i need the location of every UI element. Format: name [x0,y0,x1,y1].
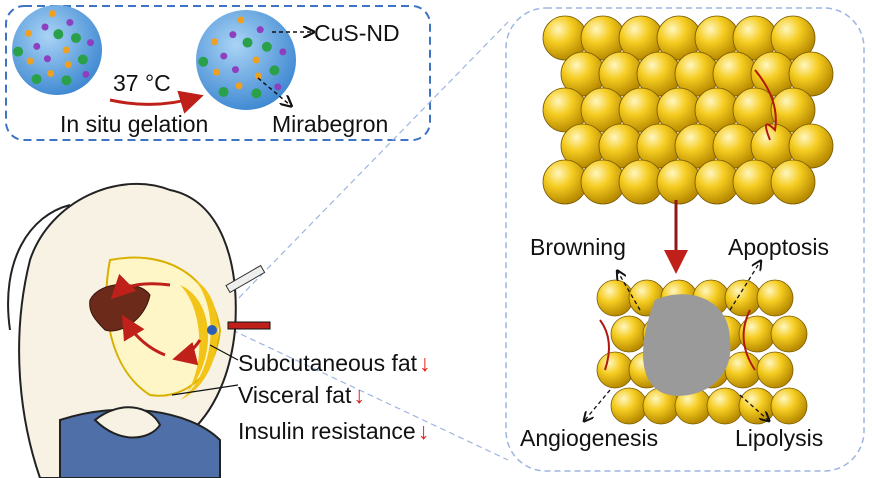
outcome-label: Visceral fat [238,382,352,408]
nanoparticle [212,68,220,76]
fat-cell [596,279,634,317]
nanoparticle [220,52,228,60]
nanoparticle [24,29,32,37]
fat-cell [656,159,702,205]
nanoparticle [13,46,24,57]
lipolysis-label: Lipolysis [735,425,824,451]
fat-cell [724,351,762,389]
nanoparticle [87,39,95,47]
angiogenesis-label: Angiogenesis [520,425,659,451]
fat-cell [770,15,816,61]
nanoparticle [261,41,272,52]
nanoparticle [229,31,237,39]
fat-cell [618,159,664,205]
fat-cell [788,51,834,97]
outcome-insulin-resistance: Insulin resistance↓ [238,420,429,443]
nanoparticle [269,65,280,76]
nanoparticle [31,74,42,85]
nanoparticle [53,29,64,40]
body-illustration [7,182,271,478]
adipose-panel-frame [505,7,865,472]
sol-sphere [12,5,102,95]
nanoparticle [256,26,264,34]
nanoparticle [66,18,74,26]
nanoparticle [61,75,72,86]
fat-cell [542,159,588,205]
fat-cell [756,351,794,389]
nanoparticle [82,70,90,78]
nanoparticle [62,46,70,54]
fat-cell [706,387,744,425]
nanoparticle [218,86,229,97]
fat-cell [788,123,834,169]
fat-cell [738,387,776,425]
nanoparticle [33,42,41,50]
nanoparticle [64,61,72,69]
fat-cell [732,159,778,205]
adipose-tissue-before [542,15,834,205]
fat-cell [756,279,794,317]
down-arrow-icon: ↓ [419,350,431,376]
syringe [225,264,266,294]
nanoparticle [43,55,51,63]
cus-nd-label: CuS-ND [314,20,400,46]
nanoparticle [237,16,245,24]
gel-sphere [196,10,296,110]
fat-cell [694,159,740,205]
outcome-label: Insulin resistance [238,418,416,444]
nanoparticle [231,66,239,74]
necrotic-core [643,294,731,396]
nanoparticle [279,48,287,56]
fat-cell [724,279,762,317]
nanoparticle [274,83,282,91]
fat-cell [596,351,634,389]
fat-cell [580,159,626,205]
outcome-visceral-fat: Visceral fat↓ [238,384,365,407]
nanoparticle [41,23,49,31]
fat-cell [770,87,816,133]
nanoparticle [70,32,81,43]
down-arrow-icon: ↓ [417,418,430,444]
down-arrow-icon: ↓ [353,382,365,408]
gel-panel-frame [5,5,431,141]
nanoparticle [235,82,243,90]
apoptosis-label: Apoptosis [728,234,830,260]
fat-cell [610,315,648,353]
nanoparticle [242,37,253,48]
fat-cell [610,387,648,425]
mirabegron-label: Mirabegron [272,111,389,137]
nanoparticle [48,10,56,18]
temperature-label: 37 °C [113,70,171,96]
fat-cell [770,159,816,205]
nanoparticle [252,56,260,64]
outcome-label: Subcutaneous fat [238,350,418,376]
laser-probe [227,321,271,330]
heating-arrow [109,90,204,114]
outcome-subcutaneous-fat: Subcutaneous fat↓ [238,352,431,375]
nanoparticle [211,38,219,46]
browning-label: Browning [530,234,626,260]
nanoparticle [77,54,88,65]
fat-cell [770,387,808,425]
nanoparticle [254,72,262,80]
process-label: In situ gelation [60,111,209,137]
nanoparticle [198,56,209,67]
nanoparticle [26,57,34,65]
nanoparticle [47,69,55,77]
nanoparticle [251,88,262,99]
fat-cell [770,315,808,353]
